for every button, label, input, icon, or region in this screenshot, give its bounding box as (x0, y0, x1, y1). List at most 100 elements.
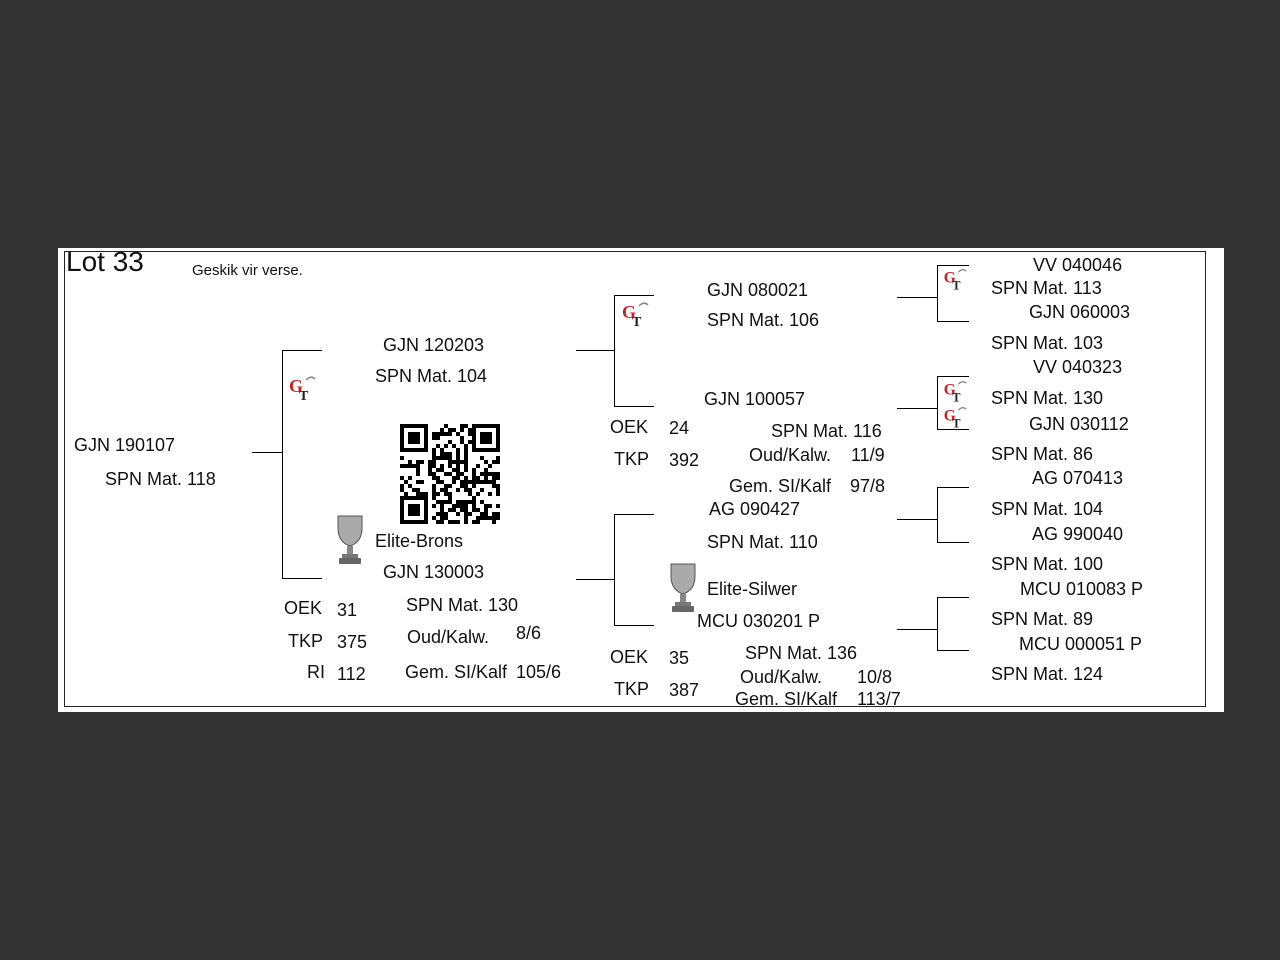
ggp-5-spn: SPN Mat. 104 (991, 499, 1104, 519)
connector (614, 406, 654, 407)
dam-oudkalw-label: Oud/Kalw. (407, 627, 490, 647)
dam-oek-label: OEK (284, 598, 323, 618)
connector (282, 350, 322, 351)
dam-ri-label: RI (307, 662, 325, 682)
ggp-8-id: MCU 000051 P (1019, 634, 1143, 654)
connector (614, 625, 654, 626)
trophy-icon (667, 562, 699, 619)
connector (937, 650, 969, 651)
dam-dam-gem-label: Gem. SI/Kalf (735, 689, 838, 709)
connector (614, 295, 654, 296)
dam-id: GJN 130003 (383, 562, 485, 582)
qr-code (400, 424, 500, 529)
ggp-1-id: VV 040046 (1033, 255, 1123, 275)
connector (614, 514, 654, 515)
animal-spn: SPN Mat. 118 (105, 469, 216, 489)
connector (897, 297, 937, 298)
connector (937, 542, 969, 543)
connector (897, 519, 937, 520)
sire-spn: SPN Mat. 104 (375, 366, 488, 386)
ggp-4-spn: SPN Mat. 86 (991, 444, 1094, 464)
svg-text:G: G (622, 302, 636, 322)
ggp-4-id: GJN 030112 (1029, 414, 1129, 434)
svg-text:G: G (944, 407, 956, 424)
ggp-1-spn: SPN Mat. 113 (991, 278, 1102, 298)
ggp-6-id: AG 990040 (1032, 524, 1124, 544)
pedigree-page: Lot 33 Geskik vir verse. GJN 190107 SPN … (58, 248, 1224, 712)
dam-dam-oek-label: OEK (610, 647, 649, 667)
svg-text:G: G (289, 376, 303, 396)
sire-sire-id: GJN 080021 (707, 280, 809, 300)
sire-dam-id: GJN 100057 (704, 389, 806, 409)
dam-gem-label: Gem. SI/Kalf (405, 662, 508, 682)
svg-text:T: T (299, 389, 309, 402)
dam-dam-gem-value: 113/7 (857, 689, 901, 709)
connector (937, 265, 938, 322)
sire-dam-oek-label: OEK (610, 417, 649, 437)
ggp-3-spn: SPN Mat. 130 (991, 388, 1104, 408)
connector (937, 487, 938, 543)
trophy-icon (334, 514, 366, 571)
dam-sire-id: AG 090427 (709, 499, 801, 519)
dam-tkp-value: 375 (337, 632, 368, 652)
sire-id: GJN 120203 (383, 335, 485, 355)
sire-dam-spn: SPN Mat. 116 (771, 421, 882, 441)
svg-text:T: T (632, 315, 642, 328)
connector (282, 350, 283, 579)
sire-sire-spn: SPN Mat. 106 (707, 310, 820, 330)
ggp-5-id: AG 070413 (1032, 468, 1124, 488)
dam-spn: SPN Mat. 130 (406, 595, 519, 615)
lot-title: Lot 33 (66, 246, 144, 277)
lot-note: Geskik vir verse. (192, 262, 303, 279)
ggp-3-id: VV 040323 (1033, 357, 1123, 377)
dam-oudkalw-value: 8/6 (516, 623, 542, 643)
svg-text:T: T (952, 390, 960, 404)
connector (937, 597, 938, 651)
dam-dam-tkp-value: 387 (669, 680, 700, 700)
connector (937, 376, 969, 377)
ggp-2-spn: SPN Mat. 103 (991, 333, 1104, 353)
connector (937, 597, 969, 598)
dam-award: Elite-Brons (375, 531, 464, 551)
connector (897, 408, 937, 409)
dam-oek-value: 31 (337, 600, 358, 620)
ggp-2-id: GJN 060003 (1029, 302, 1131, 322)
dam-gem-value: 105/6 (516, 662, 562, 682)
connector (937, 321, 969, 322)
dam-dam-spn: SPN Mat. 136 (745, 643, 858, 663)
sire-dam-oek-value: 24 (669, 418, 690, 438)
connector (937, 429, 969, 430)
sire-dam-gem-label: Gem. SI/Kalf (729, 476, 832, 496)
svg-text:T: T (952, 416, 960, 430)
connector (937, 376, 938, 430)
connector (897, 629, 937, 630)
svg-text:G: G (944, 381, 956, 398)
svg-text:T: T (952, 278, 960, 292)
dam-dam-oudkalw-value: 10/8 (857, 667, 893, 687)
connector (614, 514, 615, 626)
connector (282, 578, 322, 579)
connector (937, 487, 969, 488)
dam-dam-oek-value: 35 (669, 648, 690, 668)
animal-id: GJN 190107 (74, 435, 176, 455)
sire-dam-gem-value: 97/8 (850, 476, 886, 496)
ggp-7-id: MCU 010083 P (1020, 579, 1144, 599)
sire-dam-tkp-label: TKP (614, 449, 650, 469)
ggp-7-spn: SPN Mat. 89 (991, 609, 1094, 629)
sire-dam-oudkalw-value: 11/9 (851, 445, 885, 465)
sire-dam-tkp-value: 392 (669, 450, 700, 470)
connector (937, 265, 969, 266)
ggp-8-spn: SPN Mat. 124 (991, 664, 1104, 684)
dam-ri-value: 112 (337, 664, 366, 684)
pedigree-frame (64, 251, 1206, 707)
connector (576, 350, 614, 351)
dam-dam-award: Elite-Silwer (707, 579, 798, 599)
ggp-6-spn: SPN Mat. 100 (991, 554, 1104, 574)
sire-dam-oudkalw-label: Oud/Kalw. (749, 445, 832, 465)
dam-sire-spn: SPN Mat. 110 (707, 532, 818, 552)
dam-dam-tkp-label: TKP (614, 679, 650, 699)
